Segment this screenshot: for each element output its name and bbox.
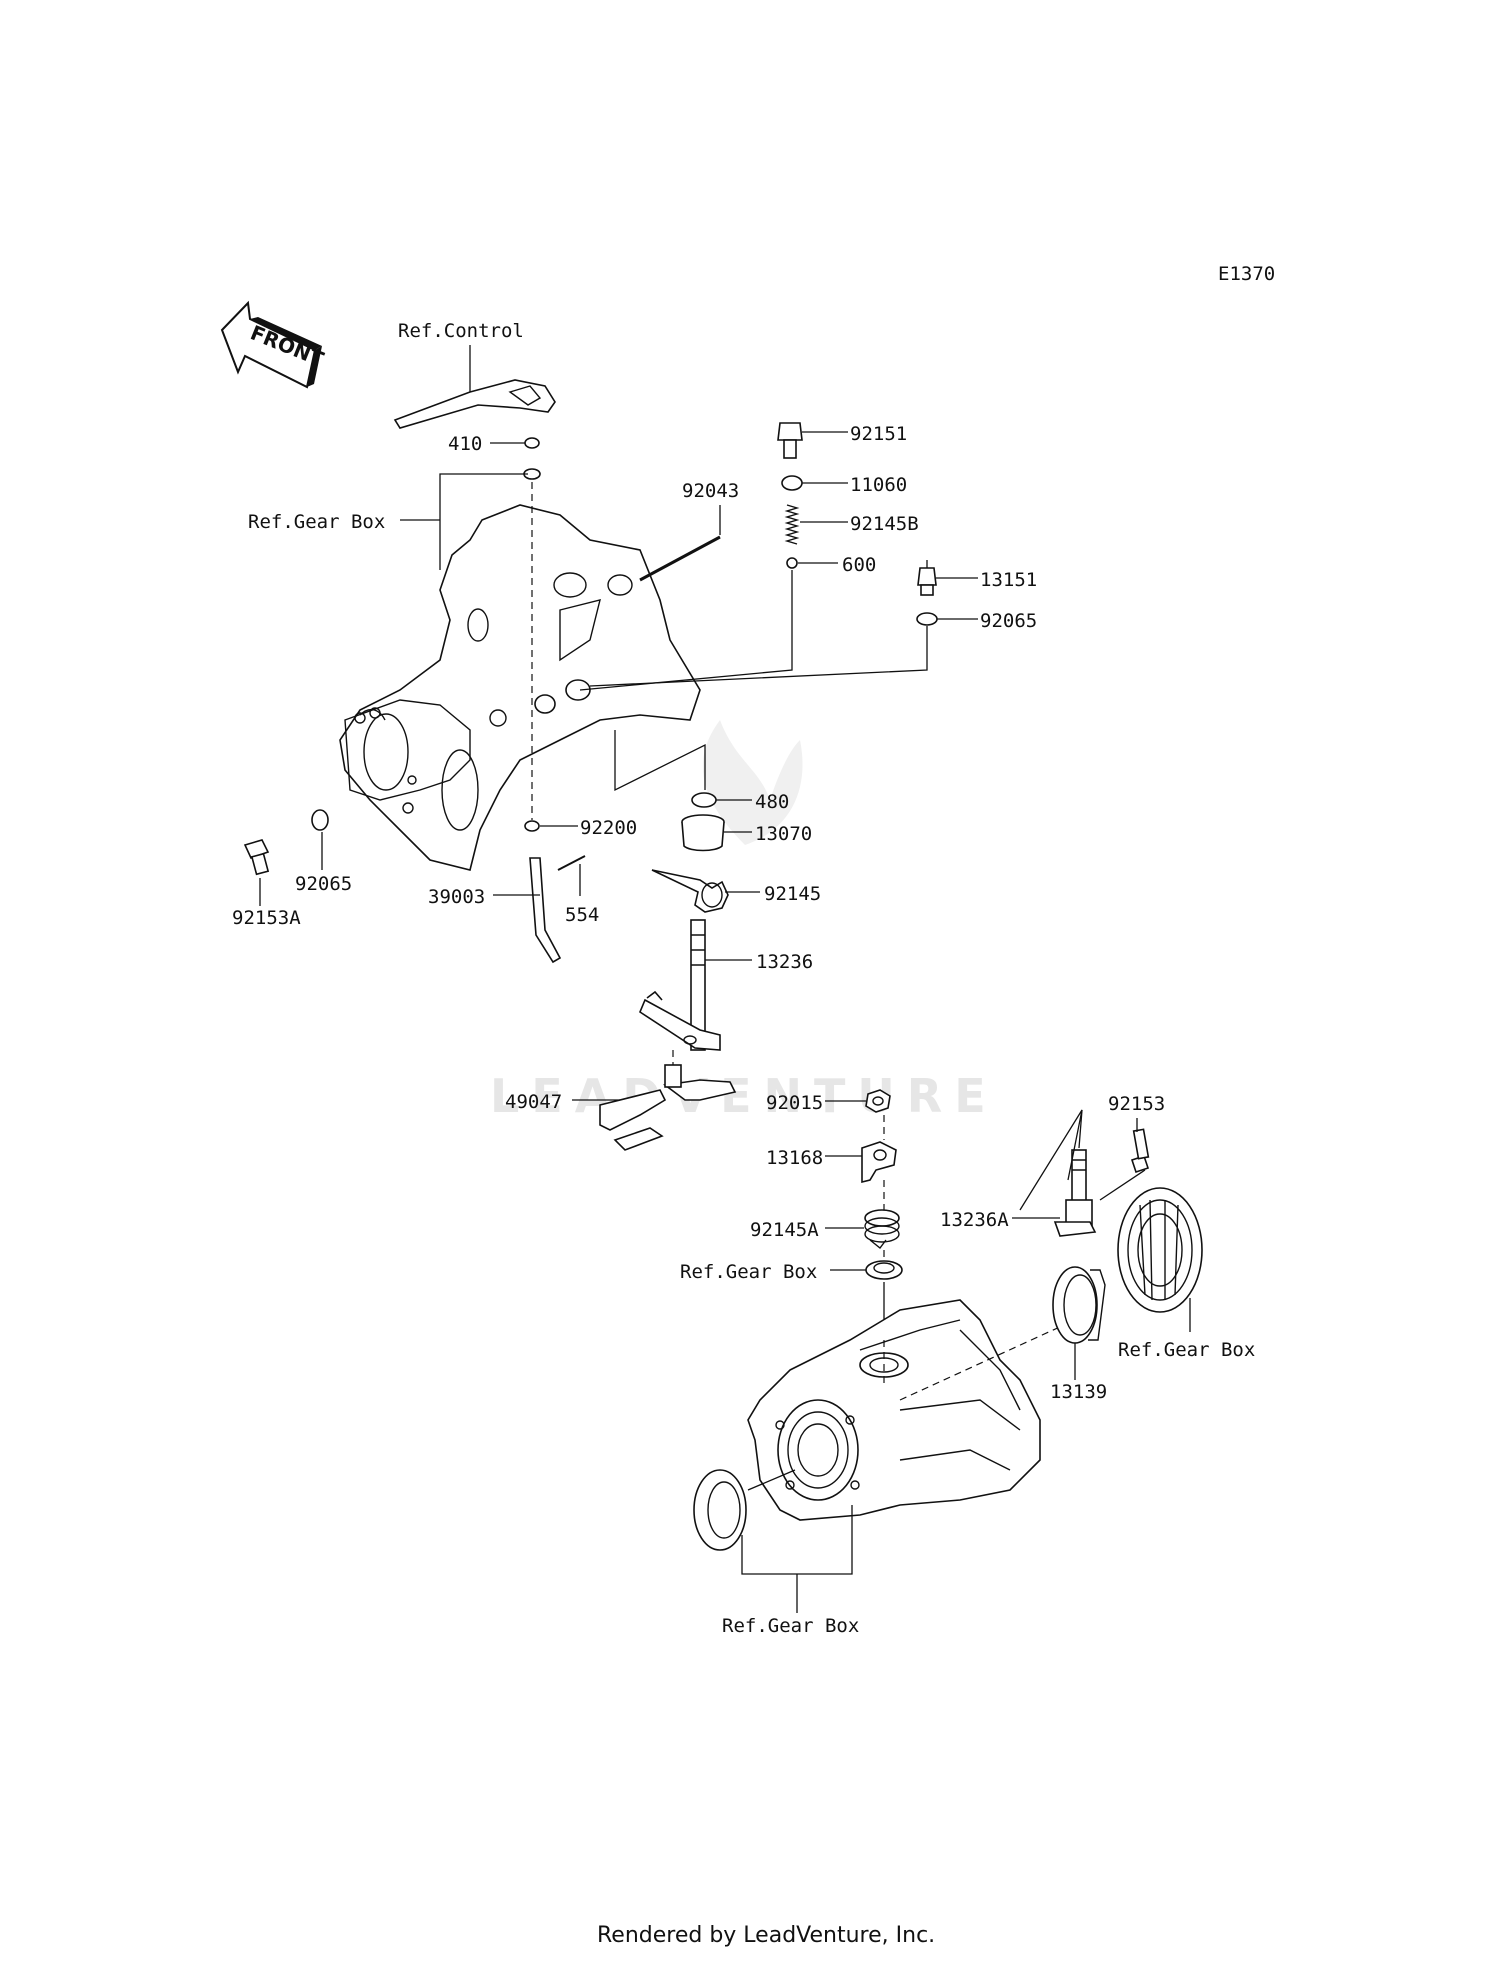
part-92015: 92015 xyxy=(766,1092,823,1114)
part-410: 410 xyxy=(448,433,482,455)
washer-11060 xyxy=(781,475,803,491)
part-49047: 49047 xyxy=(505,1091,562,1113)
seal-lower-left xyxy=(693,1469,747,1551)
spring-92145A xyxy=(864,1209,900,1249)
bearing-right xyxy=(1117,1187,1203,1313)
part-11060: 11060 xyxy=(850,474,907,496)
gearbox-housing-upper xyxy=(339,504,701,871)
part-92043: 92043 xyxy=(682,480,739,502)
washer-92065-left xyxy=(311,809,329,831)
ref-gearbox-mid-label: Ref.Gear Box xyxy=(680,1261,817,1283)
part-480: 480 xyxy=(755,791,789,813)
footer-text: Rendered by LeadVenture, Inc. xyxy=(597,1923,935,1948)
collar-13070 xyxy=(681,814,725,852)
ref-control-label: Ref.Control xyxy=(398,320,524,342)
ref-gearbox-right-label: Ref.Gear Box xyxy=(1118,1339,1255,1361)
part-92151: 92151 xyxy=(850,423,907,445)
shift-fork-49047 xyxy=(599,1050,737,1151)
part-92153: 92153 xyxy=(1108,1093,1165,1115)
bolt-92153A xyxy=(243,839,270,876)
part-92145: 92145 xyxy=(764,883,821,905)
diagram-code: E1370 xyxy=(1218,263,1275,285)
washer-92065-right xyxy=(916,612,938,626)
part-13236A: 13236A xyxy=(940,1209,1009,1231)
switch-13151 xyxy=(917,560,937,596)
spring-92145 xyxy=(651,869,729,913)
seal-mid xyxy=(865,1260,903,1280)
front-arrow-icon: FRONT xyxy=(220,300,327,389)
part-600: 600 xyxy=(842,554,876,576)
ball-600 xyxy=(786,557,798,569)
watermark: LEADVENTURE xyxy=(490,720,998,1123)
part-554: 554 xyxy=(565,904,599,926)
part-13151: 13151 xyxy=(980,569,1037,591)
part-13236: 13236 xyxy=(756,951,813,973)
control-lever xyxy=(393,345,556,429)
spring-92145B xyxy=(784,504,800,545)
part-13168: 13168 xyxy=(766,1147,823,1169)
part-13070: 13070 xyxy=(755,823,812,845)
bolt-92153 xyxy=(1130,1128,1150,1174)
washer-410 xyxy=(524,437,540,449)
shaft-13236A xyxy=(1053,1149,1097,1237)
part-92145B: 92145B xyxy=(850,513,919,535)
ref-gearbox-upper-label: Ref.Gear Box xyxy=(248,511,385,533)
ref-gearbox-bottom-label: Ref.Gear Box xyxy=(722,1615,859,1637)
washer-92200 xyxy=(524,820,540,832)
part-92065-right: 92065 xyxy=(980,610,1037,632)
circlip-480 xyxy=(691,792,717,808)
gear-13139 xyxy=(1052,1266,1106,1344)
gearbox-housing-lower xyxy=(747,1299,1041,1521)
part-92065-left: 92065 xyxy=(295,873,352,895)
shift-shaft-13236 xyxy=(639,919,721,1051)
part-13139: 13139 xyxy=(1050,1381,1107,1403)
bolt-92151 xyxy=(777,422,803,459)
part-39003: 39003 xyxy=(428,886,485,908)
nut-92015 xyxy=(865,1089,891,1113)
part-92200: 92200 xyxy=(580,817,637,839)
arm-13168 xyxy=(861,1141,897,1184)
part-92145A: 92145A xyxy=(750,1219,819,1241)
part-92153A: 92153A xyxy=(232,907,301,929)
lever-39003 xyxy=(529,855,586,964)
watermark-text: LEADVENTURE xyxy=(490,1069,998,1123)
